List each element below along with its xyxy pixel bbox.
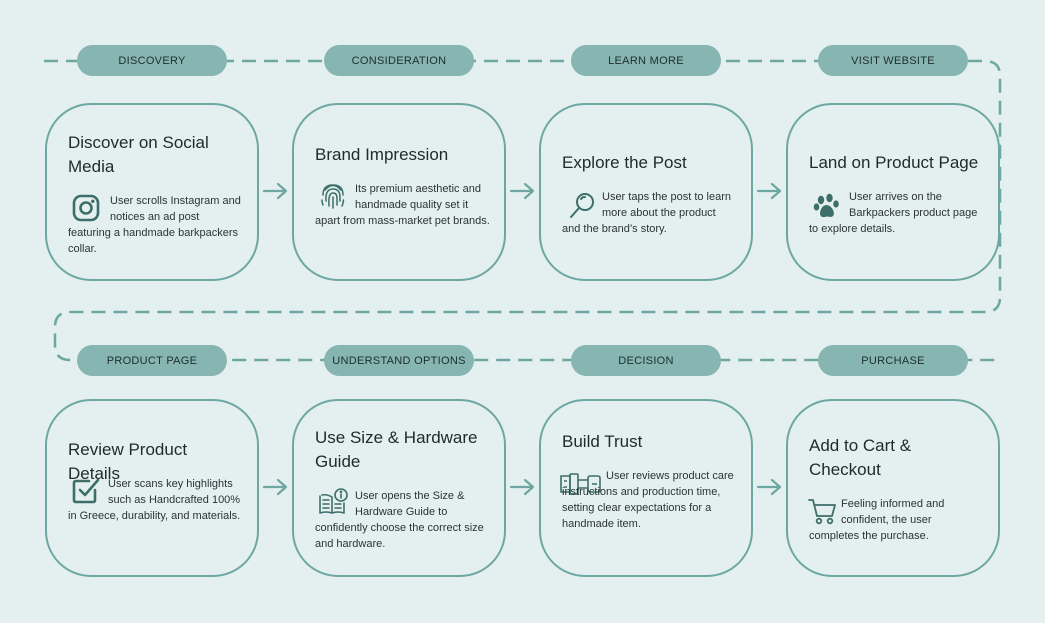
fingerprint-icon [318, 181, 348, 211]
magnifier-icon [567, 191, 597, 221]
arrow-2-3 [509, 182, 535, 200]
card-discover-social-media: Discover on Social Media User scrolls In… [45, 103, 259, 281]
card-title: Add to Cart & Checkout [809, 436, 912, 479]
card-add-to-cart: Add to Cart & Checkout Feeling informed … [786, 399, 1000, 577]
stage-decision: DECISION [571, 345, 721, 376]
stage-understand-options: UNDERSTAND OPTIONS [324, 345, 474, 376]
arrow-7-8 [756, 478, 782, 496]
checkbox-icon [71, 475, 101, 505]
card-body: User scans key highlights such as Handcr… [68, 478, 241, 522]
arrow-5-6 [262, 478, 288, 496]
cart-icon [808, 497, 838, 527]
stage-consideration: CONSIDERATION [324, 45, 474, 76]
arrow-1-2 [262, 182, 288, 200]
stage-product-page: PRODUCT PAGE [77, 345, 227, 376]
card-body: User reviews product care instructions a… [562, 470, 734, 530]
card-size-hardware-guide: Use Size & Hardware Guide User opens the… [292, 399, 506, 577]
card-body: User taps the post to learn more about t… [562, 191, 732, 235]
card-title: Land on Product Page [809, 153, 979, 172]
card-body: Its premium aesthetic and handmade quali… [315, 183, 490, 227]
card-explore-post: Explore the Post User taps the post to l… [539, 103, 753, 281]
arrow-6-7 [509, 478, 535, 496]
card-title: Build Trust [562, 432, 643, 451]
arrow-3-4 [756, 182, 782, 200]
card-body: User arrives on the Barkpackers product … [809, 191, 978, 235]
card-title: Brand Impression [315, 145, 449, 164]
stage-visit-website: VISIT WEBSITE [818, 45, 968, 76]
stage-purchase: PURCHASE [818, 345, 968, 376]
card-body: User opens the Size & Hardware Guide to … [315, 490, 484, 550]
collar-icon [560, 471, 602, 497]
book-info-icon [318, 487, 348, 517]
card-review-product-details: Review Product Details User scans key hi… [45, 399, 259, 577]
card-land-product-page: Land on Product Page User arrives on the… [786, 103, 1000, 281]
card-title: Discover on Social Media [68, 133, 209, 176]
card-body: User scrolls Instagram and notices an ad… [68, 195, 241, 255]
card-title: Explore the Post [562, 153, 687, 172]
card-title: Review Product Details [68, 440, 188, 483]
card-body: Feeling informed and confident, the user… [809, 498, 945, 542]
row1-dashed-line [44, 59, 1002, 362]
card-brand-impression: Brand Impression Its premium aesthetic a… [292, 103, 506, 281]
stage-discovery: DISCOVERY [77, 45, 227, 76]
card-title: Use Size & Hardware Guide [315, 428, 478, 471]
instagram-icon [71, 193, 101, 223]
card-build-trust: Build Trust User reviews product care in… [539, 399, 753, 577]
paw-icon [812, 191, 842, 221]
stage-learn-more: LEARN MORE [571, 45, 721, 76]
